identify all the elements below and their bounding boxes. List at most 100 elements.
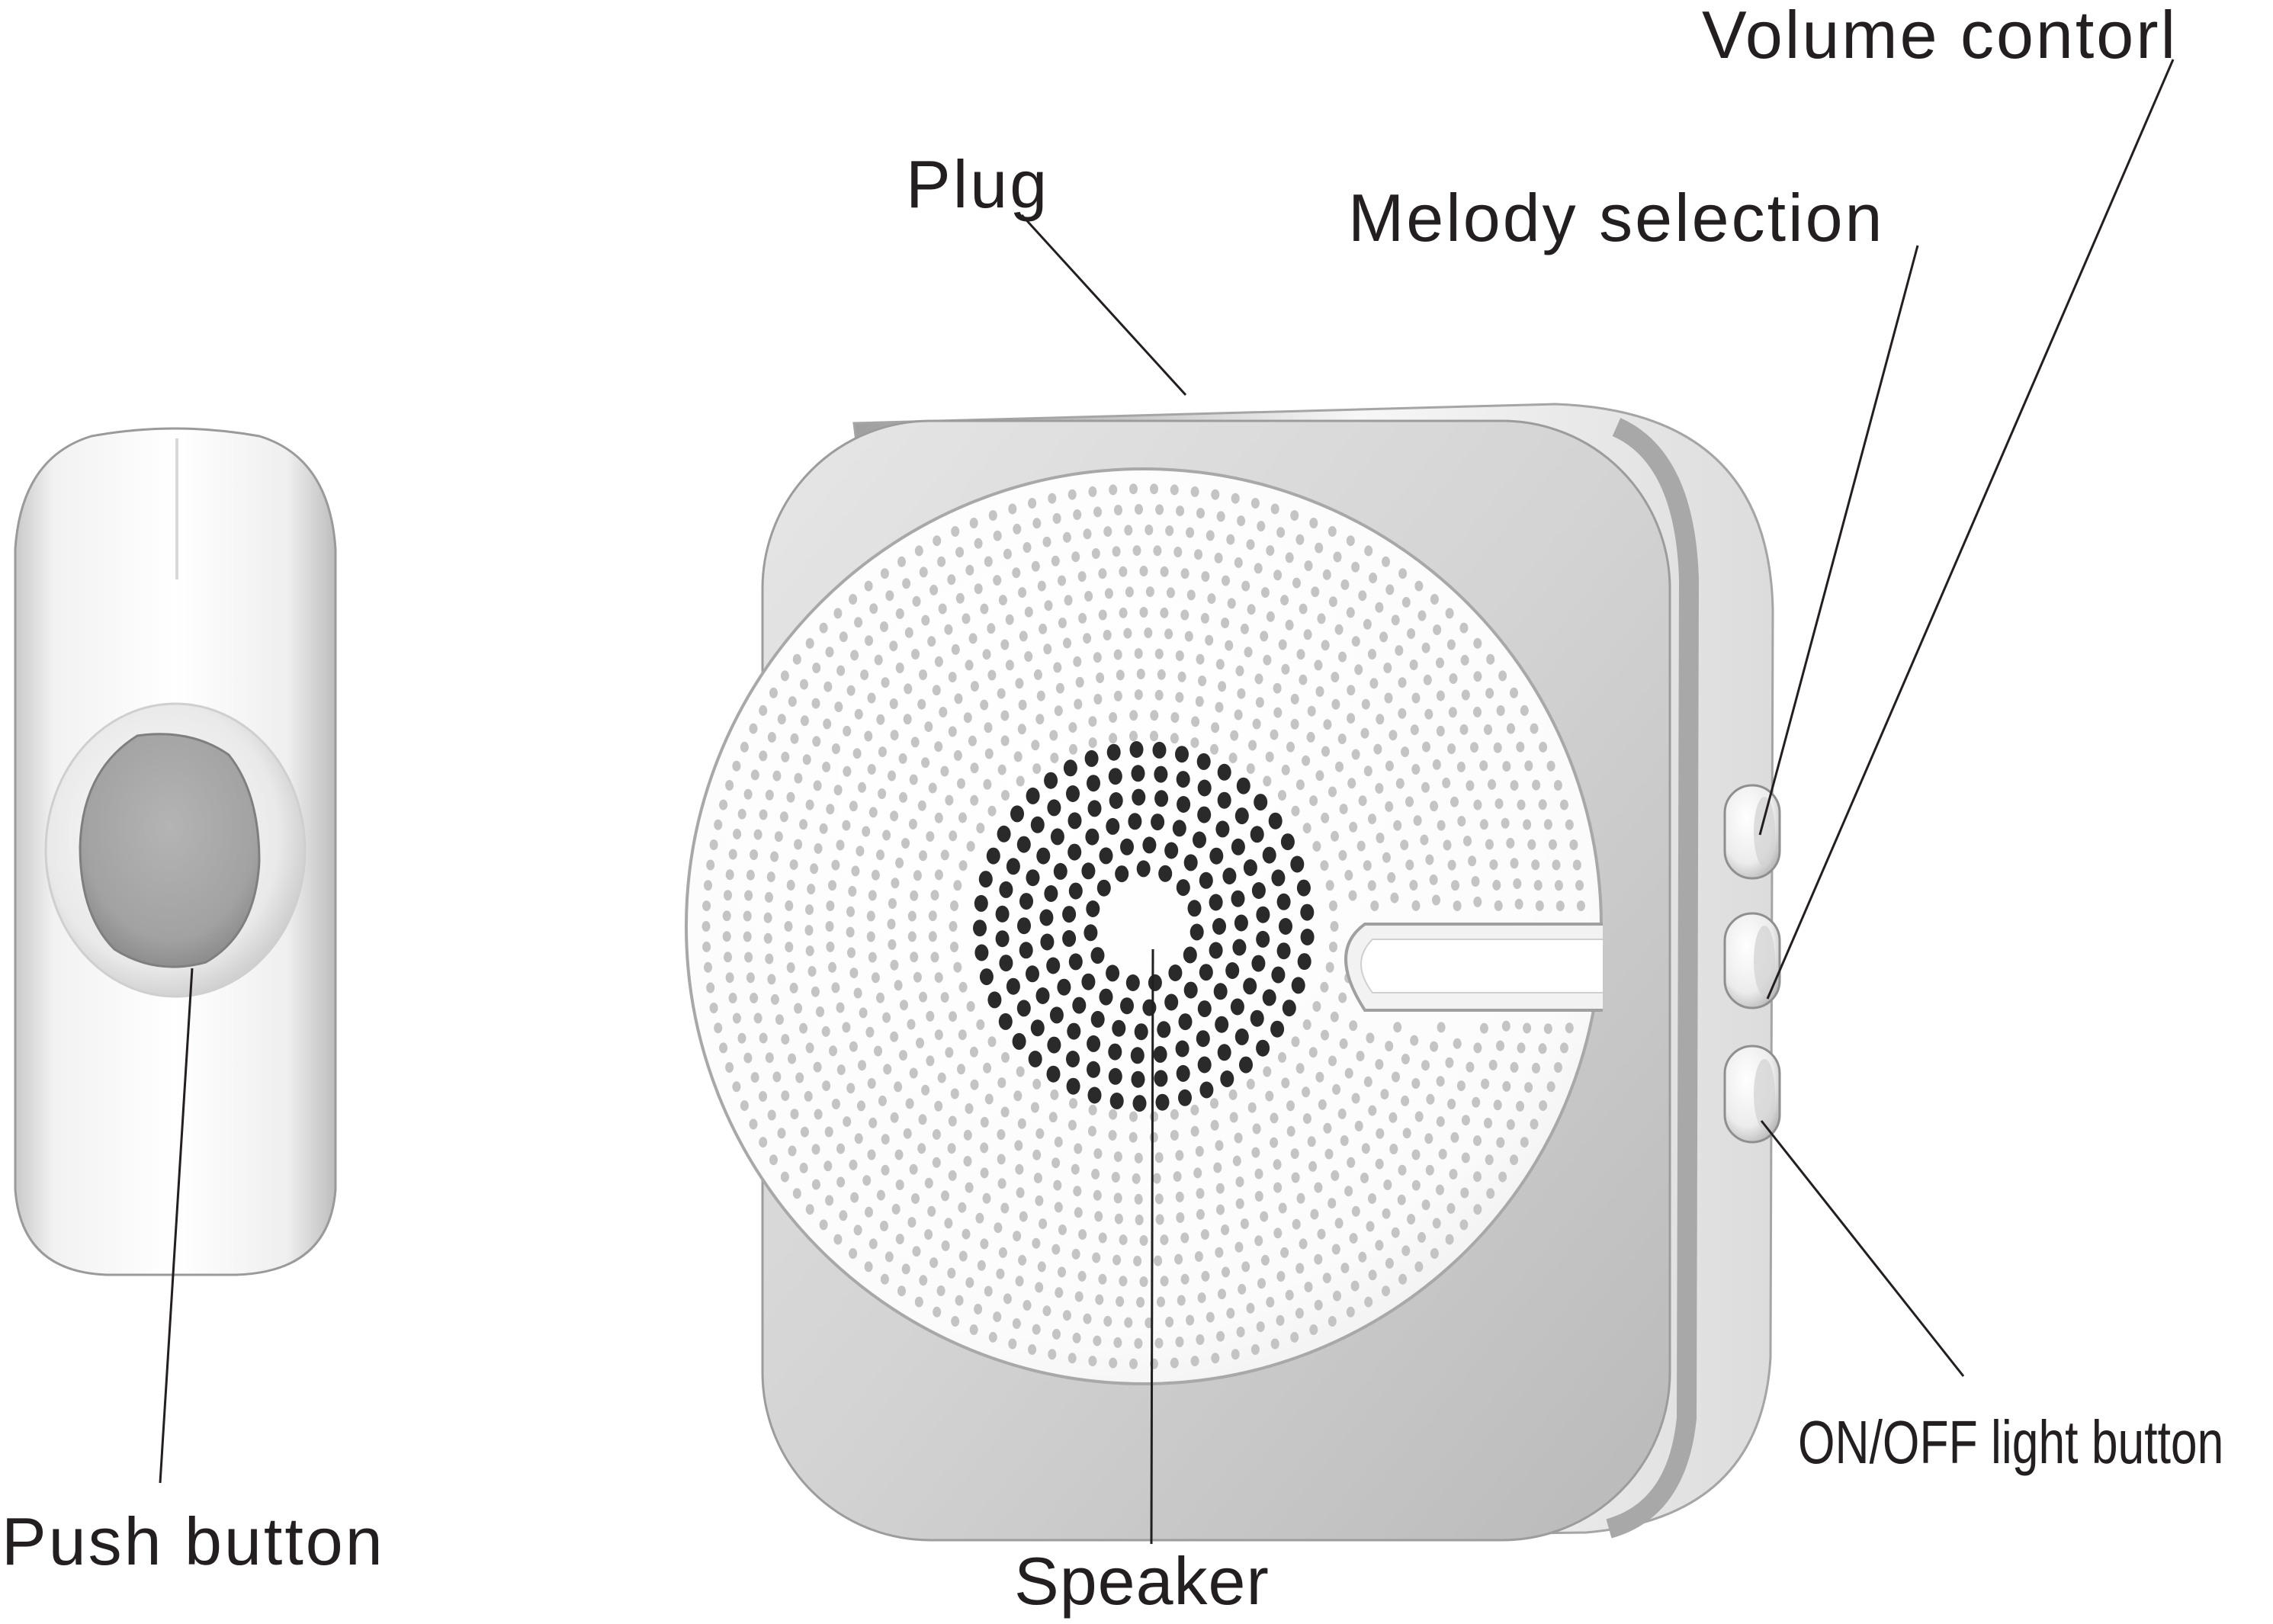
melody-selection-button[interactable] xyxy=(1723,912,1781,1009)
grille-dot xyxy=(819,1219,828,1231)
grille-dot xyxy=(836,1002,845,1013)
grille-dot xyxy=(874,654,883,666)
grille-dot xyxy=(750,849,759,860)
grille-dot xyxy=(1278,1051,1286,1063)
grille-dot xyxy=(1502,1080,1511,1092)
grille-dot xyxy=(788,696,797,708)
grille-dot xyxy=(821,1025,830,1037)
grille-dot xyxy=(1459,1219,1469,1231)
grille-dot xyxy=(1093,1189,1102,1201)
volume-control-button[interactable] xyxy=(1723,784,1781,880)
grille-dot xyxy=(934,1029,943,1041)
grille-dot xyxy=(1012,1318,1021,1329)
push-button-cap[interactable] xyxy=(79,733,261,968)
grille-dot xyxy=(950,1088,959,1099)
grille-dot xyxy=(1311,586,1320,598)
speaker-hole xyxy=(1053,862,1067,880)
grille-dot xyxy=(1280,595,1289,606)
grille-dot xyxy=(1421,1060,1430,1071)
grille-dot xyxy=(1030,1102,1039,1113)
grille-dot xyxy=(1265,1090,1274,1102)
grille-dot xyxy=(1190,1356,1199,1367)
grille-dot xyxy=(1420,834,1429,846)
grille-dot xyxy=(1005,660,1014,671)
grille-dot xyxy=(887,919,896,929)
grille-dot xyxy=(888,898,897,909)
grille-dot xyxy=(1461,689,1470,701)
grille-dot xyxy=(1520,704,1529,716)
grille-dot xyxy=(1306,731,1315,743)
grille-dot xyxy=(1309,1324,1318,1335)
speaker-hole xyxy=(1099,847,1113,865)
grille-dot xyxy=(1392,1071,1400,1083)
grille-dot xyxy=(853,1224,862,1236)
grille-dot xyxy=(1380,1089,1389,1100)
grille-dot xyxy=(1436,1184,1444,1196)
grille-dot xyxy=(1461,1115,1470,1126)
grille-dot xyxy=(1531,859,1540,871)
grille-dot xyxy=(928,931,937,942)
grille-dot xyxy=(958,1029,967,1041)
grille-dot xyxy=(895,1179,904,1190)
grille-dot xyxy=(1281,764,1290,775)
grille-dot xyxy=(1398,1164,1407,1176)
grille-dot xyxy=(910,737,920,748)
grille-dot xyxy=(1506,1119,1515,1130)
grille-dot xyxy=(1559,799,1568,810)
grille-dot xyxy=(1430,1041,1439,1052)
grille-dot xyxy=(1135,1215,1144,1225)
grille-dot xyxy=(704,880,712,891)
speaker-hole xyxy=(1213,983,1228,1000)
speaker-hole xyxy=(1087,1086,1102,1104)
grille-dot xyxy=(880,1221,888,1231)
grille-dot xyxy=(1375,602,1384,613)
grille-dot xyxy=(1527,839,1536,850)
grille-dot xyxy=(1459,622,1469,634)
speaker-hole xyxy=(995,905,1010,923)
grille-dot xyxy=(957,778,965,789)
grille-dot xyxy=(1382,1208,1391,1219)
grille-dot xyxy=(826,900,835,912)
grille-dot xyxy=(1321,640,1330,651)
grille-dot xyxy=(1037,580,1046,592)
grille-dot xyxy=(1214,552,1223,563)
grille-dot xyxy=(1339,804,1348,815)
grille-dot xyxy=(702,941,711,952)
speaker-hole xyxy=(999,881,1013,898)
grille-dot xyxy=(1235,1198,1244,1209)
grille-dot xyxy=(1083,528,1092,540)
grille-dot xyxy=(945,1047,954,1058)
grille-dot xyxy=(785,900,794,911)
grille-dot xyxy=(862,1175,872,1186)
grille-dot xyxy=(889,698,898,709)
grille-dot xyxy=(930,952,939,963)
grille-dot xyxy=(1266,611,1275,622)
grille-dot xyxy=(1218,681,1227,692)
grille-dot xyxy=(823,681,833,692)
grille-dot xyxy=(1383,1179,1392,1190)
grille-dot xyxy=(1510,1061,1519,1073)
grille-dot xyxy=(1302,1086,1311,1098)
grille-dot xyxy=(1302,1113,1311,1125)
grille-dot xyxy=(1510,858,1519,869)
grille-dot xyxy=(1000,639,1010,650)
grille-dot xyxy=(1349,821,1358,833)
grille-dot xyxy=(1429,874,1438,885)
grille-dot xyxy=(908,818,917,830)
grille-dot xyxy=(1193,1167,1202,1179)
grille-dot xyxy=(1466,1061,1475,1073)
grille-dot xyxy=(1481,1078,1490,1090)
on-off-light-button[interactable] xyxy=(1723,1045,1781,1144)
speaker-hole xyxy=(1026,869,1040,887)
grille-dot xyxy=(1177,671,1186,682)
grille-dot xyxy=(794,839,803,850)
grille-dot xyxy=(1160,566,1169,577)
grille-dot xyxy=(1054,1136,1063,1147)
grille-dot xyxy=(1063,637,1071,649)
grille-dot xyxy=(998,1247,1007,1258)
speaker-hole xyxy=(1106,743,1121,761)
grille-dot xyxy=(1473,1042,1482,1054)
speaker-hole xyxy=(1084,924,1098,942)
grille-dot xyxy=(1244,647,1253,658)
grille-dot xyxy=(763,932,772,944)
